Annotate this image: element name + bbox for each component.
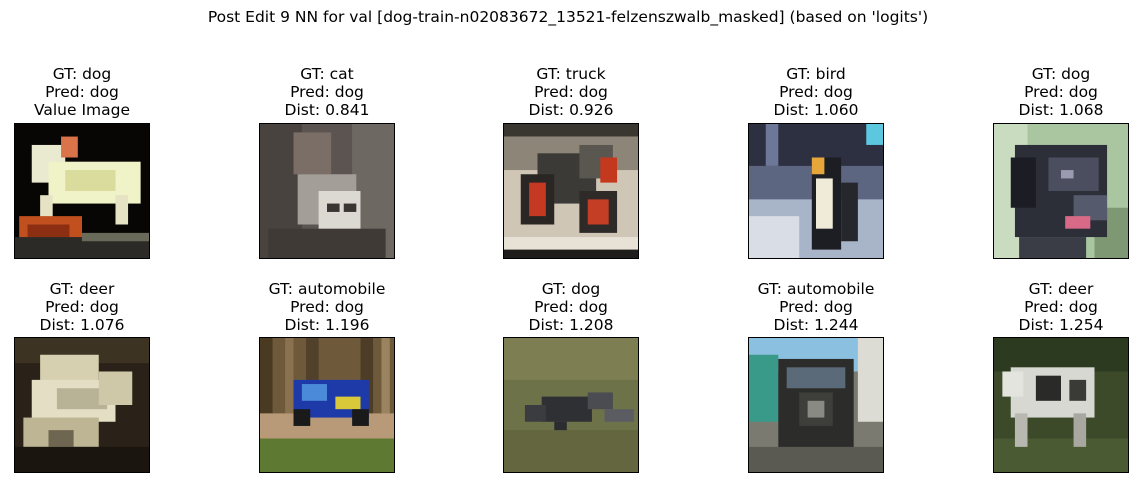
- running-dog-image: [503, 337, 639, 473]
- dist-label: Dist: 1.244: [773, 316, 859, 334]
- pred-label: Pred: dog: [534, 83, 608, 101]
- jeep-image: [748, 337, 884, 473]
- grid-cell-r2c2: GT: automobile Pred: dog Dist: 1.196: [217, 280, 437, 473]
- gt-label: GT: dog: [541, 280, 601, 298]
- cat-image: [259, 123, 395, 259]
- caption: GT: deer Pred: dog Dist: 1.076: [0, 280, 192, 334]
- gt-label: GT: deer: [1028, 280, 1094, 298]
- grid-cell-r2c3: GT: dog Pred: dog Dist: 1.208: [461, 280, 681, 473]
- dist-label: Dist: 1.196: [284, 316, 370, 334]
- truck-image: [503, 123, 639, 259]
- caption: GT: dog Pred: dog Dist: 1.208: [461, 280, 681, 334]
- grid-cell-r1c1: GT: dog Pred: dog Value Image: [0, 65, 192, 259]
- pred-label: Pred: dog: [1024, 298, 1098, 316]
- pred-label: Pred: dog: [45, 298, 119, 316]
- grid-cell-r1c2: GT: cat Pred: dog Dist: 0.841: [217, 65, 437, 259]
- gt-label: GT: automobile: [757, 280, 875, 298]
- grid-cell-r2c1: GT: deer Pred: dog Dist: 1.076: [0, 280, 192, 473]
- gt-label: GT: dog: [1031, 65, 1091, 83]
- caption: GT: bird Pred: dog Dist: 1.060: [706, 65, 926, 119]
- deer-image: [14, 337, 150, 473]
- gt-label: GT: dog: [52, 65, 112, 83]
- caption: GT: truck Pred: dog Dist: 0.926: [461, 65, 681, 119]
- gt-label: GT: truck: [536, 65, 606, 83]
- cow-deer-image: [993, 337, 1129, 473]
- caption: GT: dog Pred: dog Dist: 1.068: [951, 65, 1136, 119]
- penguin-image: [748, 123, 884, 259]
- pred-label: Pred: dog: [779, 298, 853, 316]
- pred-label: Pred: dog: [290, 298, 364, 316]
- pred-label: Pred: dog: [534, 298, 608, 316]
- caption: GT: cat Pred: dog Dist: 0.841: [217, 65, 437, 119]
- pred-label: Pred: dog: [779, 83, 853, 101]
- pred-label: Pred: dog: [1024, 83, 1098, 101]
- dist-label: Dist: 1.254: [1018, 316, 1104, 334]
- dist-label: Dist: 1.076: [39, 316, 125, 334]
- caption: GT: deer Pred: dog Dist: 1.254: [951, 280, 1136, 334]
- dist-label: Dist: 1.060: [773, 101, 859, 119]
- blue-car-image: [259, 337, 395, 473]
- gt-label: GT: automobile: [268, 280, 386, 298]
- pred-label: Pred: dog: [290, 83, 364, 101]
- grid-cell-r1c5: GT: dog Pred: dog Dist: 1.068: [951, 65, 1136, 259]
- dist-label: Dist: 1.068: [1018, 101, 1104, 119]
- gt-label: GT: bird: [786, 65, 846, 83]
- caption: GT: automobile Pred: dog Dist: 1.244: [706, 280, 926, 334]
- caption: GT: automobile Pred: dog Dist: 1.196: [217, 280, 437, 334]
- dist-label: Dist: 0.841: [284, 101, 370, 119]
- pred-label: Pred: dog: [45, 83, 119, 101]
- grid-cell-r2c5: GT: deer Pred: dog Dist: 1.254: [951, 280, 1136, 473]
- figure-title: Post Edit 9 NN for val [dog-train-n02083…: [207, 8, 929, 26]
- toy-dog-image: [14, 123, 150, 259]
- gt-label: GT: cat: [300, 65, 354, 83]
- gt-label: GT: deer: [49, 280, 115, 298]
- grid-cell-r2c4: GT: automobile Pred: dog Dist: 1.244: [706, 280, 926, 473]
- grid-cell-r1c3: GT: truck Pred: dog Dist: 0.926: [461, 65, 681, 259]
- dist-label: Dist: 1.208: [528, 316, 614, 334]
- grid-cell-r1c4: GT: bird Pred: dog Dist: 1.060: [706, 65, 926, 259]
- black-dog-image: [993, 123, 1129, 259]
- value-label: Value Image: [33, 101, 131, 119]
- caption: GT: dog Pred: dog Value Image: [0, 65, 192, 119]
- dist-label: Dist: 0.926: [528, 101, 614, 119]
